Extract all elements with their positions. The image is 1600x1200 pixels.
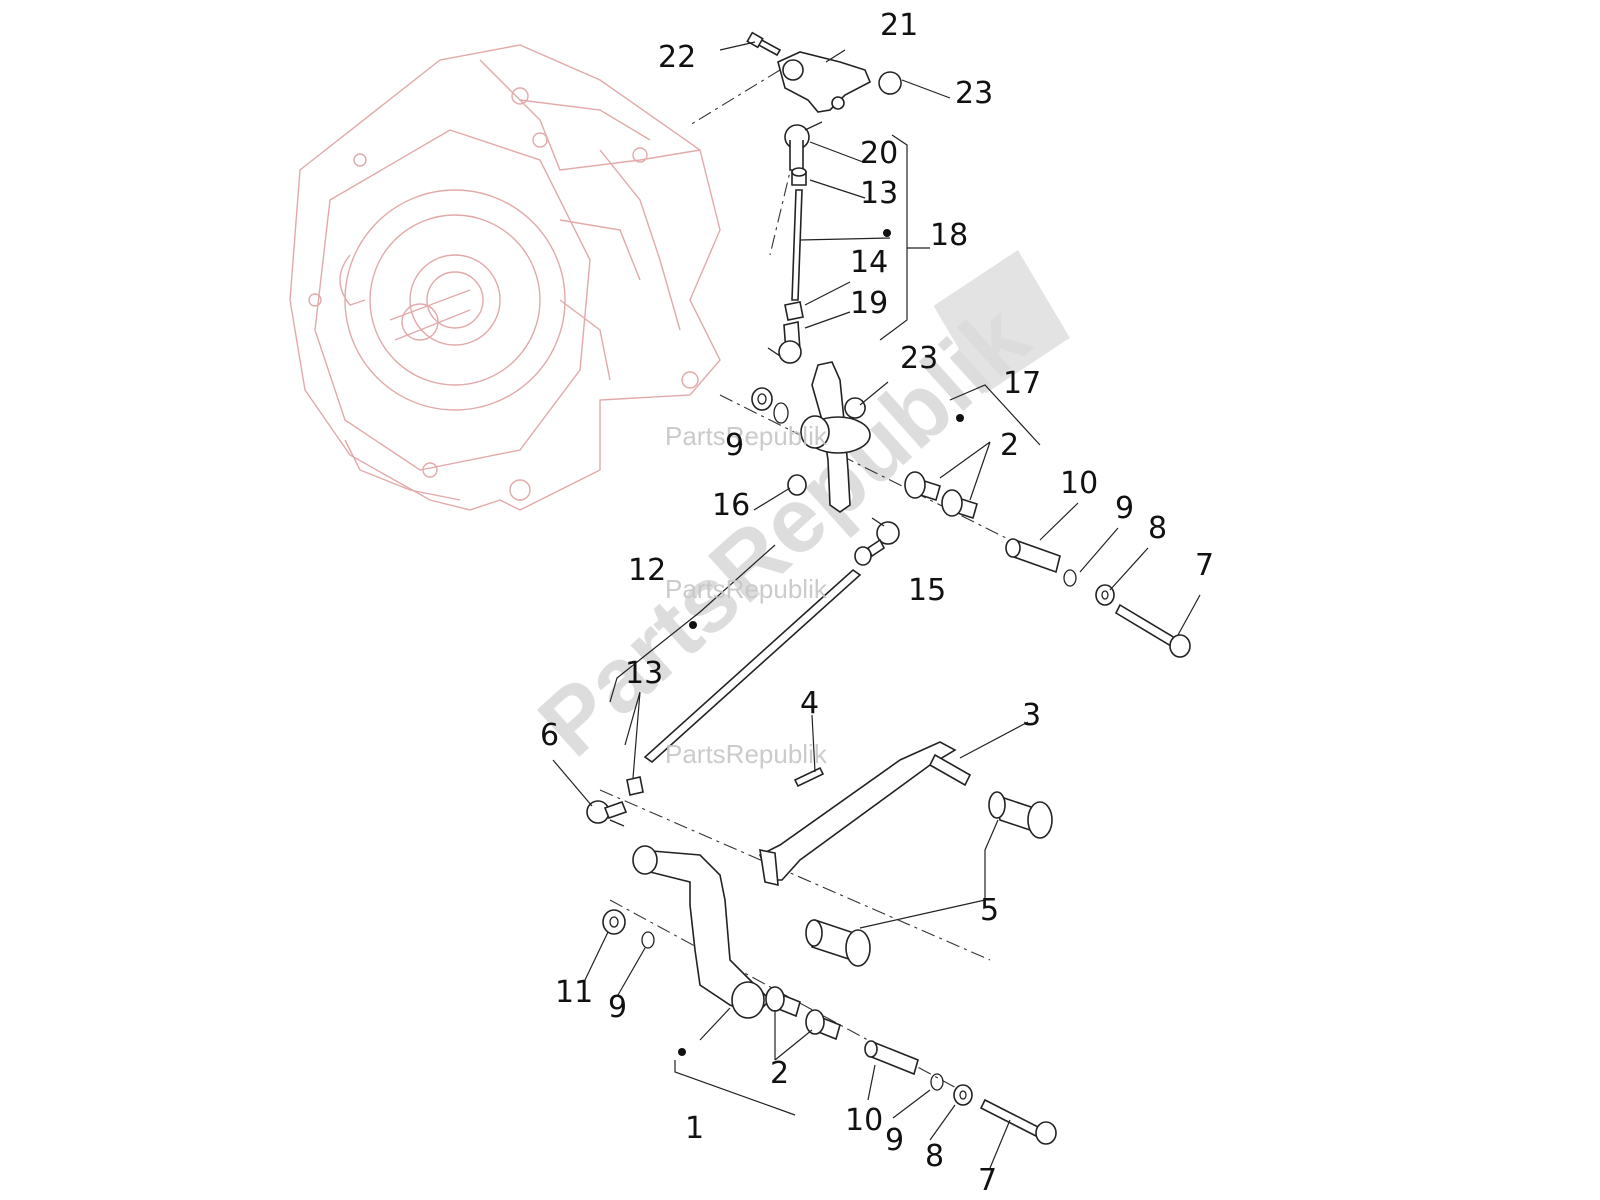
- part-7-bolt-mid: [1114, 603, 1191, 658]
- callout-20: 20: [860, 136, 898, 171]
- callout-3: 3: [1022, 698, 1041, 733]
- bracket-18: [879, 134, 930, 341]
- part-2-bushings-mid: [904, 471, 978, 520]
- part-23-nut-top: [878, 71, 902, 95]
- part-13-nut-mid: [854, 546, 872, 566]
- callout-9-lower-left: 9: [608, 990, 627, 1025]
- part-23-nut-mid: [844, 397, 866, 419]
- callout-13-upper: 13: [860, 176, 898, 211]
- part-10-spacer-mid: [1005, 538, 1061, 574]
- watermark-gear-logo: [933, 250, 1070, 394]
- part-16-nut: [787, 474, 807, 496]
- part-1-gear-lever: [632, 845, 772, 1019]
- part-17-lever: [800, 361, 871, 513]
- callout-4: 4: [800, 686, 819, 721]
- dot-18: [883, 229, 891, 237]
- callout-labels: 1 2 2 3 4 5 6 7 7 8 8 9 9 9 9 10 10 11 1…: [540, 8, 1214, 1198]
- callout-8-lower: 8: [925, 1139, 944, 1174]
- watermark-small-2: PartsRepublik: [665, 574, 828, 604]
- part-8-washer-right: [1095, 584, 1115, 606]
- callout-16: 16: [712, 488, 750, 523]
- callout-9-mid: 9: [1115, 491, 1134, 526]
- callout-7-lower: 7: [978, 1163, 997, 1198]
- part-2-bushings-lower: [765, 986, 841, 1041]
- part-11-washer-mid: [751, 387, 773, 411]
- callout-1: 1: [685, 1111, 704, 1146]
- part-8-washer-lower: [953, 1084, 973, 1106]
- part-12-rod: [643, 568, 862, 764]
- part-3-brake-lever: [758, 741, 972, 887]
- part-7-bolt-lower: [979, 1098, 1057, 1145]
- part-13-nut-lower: [626, 776, 644, 796]
- callout-5: 5: [980, 893, 999, 928]
- part-9-circlip-lower-right: [930, 1073, 944, 1091]
- part-19-ball-joint: [767, 321, 802, 364]
- part-14-nut: [784, 301, 804, 321]
- dot-17: [956, 414, 964, 422]
- callout-22: 22: [658, 40, 696, 75]
- bracket-12: [609, 544, 776, 703]
- part-9-circlip-right: [1063, 569, 1077, 587]
- part-10-spacer-lower: [864, 1040, 919, 1076]
- callout-18: 18: [930, 218, 968, 253]
- part-21-lever: [777, 51, 872, 113]
- callout-19: 19: [850, 286, 888, 321]
- callout-11: 11: [555, 975, 593, 1010]
- gearbox-housing-ghost: [289, 44, 721, 511]
- part-11-washer-lower: [602, 909, 626, 935]
- callout-7-mid: 7: [1195, 548, 1214, 583]
- part-22-screw: [746, 31, 782, 57]
- callout-13-lower: 13: [625, 656, 663, 691]
- watermark-small-3: PartsRepublik: [665, 739, 828, 769]
- part-5-foot-peg-lower: [805, 918, 871, 967]
- callout-12: 12: [628, 553, 666, 588]
- callout-2-mid: 2: [1000, 428, 1019, 463]
- callout-15: 15: [908, 573, 946, 608]
- callout-17: 17: [1003, 366, 1041, 401]
- callout-14: 14: [850, 245, 888, 280]
- dot-1: [678, 1048, 686, 1056]
- bracket-17: [949, 384, 1041, 446]
- callout-9-lower-right: 9: [885, 1123, 904, 1158]
- dot-12: [689, 621, 697, 629]
- leader-lines: [552, 41, 1201, 1169]
- watermark-small-1: PartsRepublik: [665, 421, 828, 451]
- callout-6: 6: [540, 718, 559, 753]
- callout-10-mid: 10: [1060, 466, 1098, 501]
- callout-21: 21: [880, 8, 918, 43]
- bracket-1: [674, 1060, 796, 1116]
- callout-8-mid: 8: [1148, 511, 1167, 546]
- part-20-ball-joint: [784, 121, 823, 171]
- callout-2-lower: 2: [770, 1056, 789, 1091]
- part-6-ball-joint-lower: [586, 800, 628, 827]
- callout-23-mid: 23: [900, 341, 938, 376]
- part-6-ball-joint-mid: [866, 517, 900, 558]
- callout-10-lower: 10: [845, 1103, 883, 1138]
- part-9-circlip-mid: [773, 402, 789, 424]
- part-13-nut-upper: [791, 167, 807, 186]
- part-9-circlip-lower-left: [641, 931, 655, 949]
- callout-9-upper: 9: [725, 428, 744, 463]
- part-5-foot-peg-upper: [988, 791, 1053, 839]
- watermark-small-group: PartsRepublik PartsRepublik PartsRepubli…: [665, 421, 828, 769]
- part-18-rod: [791, 189, 803, 301]
- callout-23-top: 23: [955, 76, 993, 111]
- part-4-screw: [793, 766, 825, 788]
